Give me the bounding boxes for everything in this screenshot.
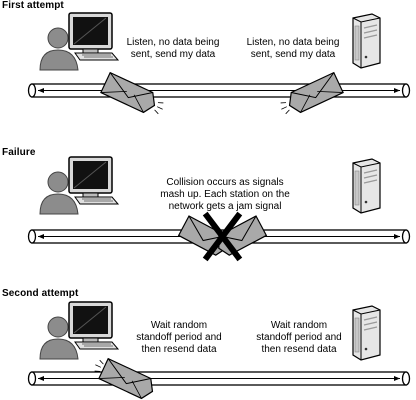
server-icon <box>352 158 381 214</box>
caption-left-listen: Listen, no data being sent, send my data <box>126 37 220 60</box>
user-at-computer-icon <box>39 156 120 215</box>
first-attempt-diagram <box>27 12 411 115</box>
envelope-icon <box>100 71 164 115</box>
collision-x-icon <box>202 211 243 262</box>
caption-right-listen: Listen, no data being sent, send my data <box>246 37 340 60</box>
section-title-failure: Failure <box>2 147 36 158</box>
caption-right-wait: Wait random standoff period and then res… <box>256 320 342 355</box>
user-at-computer-icon <box>39 12 120 71</box>
panel-first-attempt: First attempt Listen, no data being sent… <box>0 0 416 133</box>
network-cable <box>27 83 411 98</box>
caption-left-wait: Wait random standoff period and then res… <box>136 320 222 355</box>
user-at-computer-icon <box>39 301 120 360</box>
network-cable <box>27 371 411 386</box>
failure-diagram <box>27 156 411 262</box>
monitor-icon <box>68 156 120 205</box>
panel-failure: Failure Collision occurs as signals mash… <box>0 133 416 266</box>
envelope-icon <box>94 357 154 400</box>
section-title-first-attempt: First attempt <box>2 0 64 11</box>
server-icon <box>352 305 381 361</box>
monitor-icon <box>68 12 120 61</box>
person-icon <box>39 27 79 71</box>
section-title-second-attempt: Second attempt <box>2 288 79 299</box>
person-icon <box>39 171 79 215</box>
panel-second-attempt: Second attempt Wait random standoff peri… <box>0 266 416 400</box>
server-icon <box>352 13 381 69</box>
second-attempt-diagram <box>27 301 411 400</box>
caption-collision: Collision occurs as signals mash up. Eac… <box>160 177 290 212</box>
envelope-icon <box>280 71 344 115</box>
monitor-icon <box>68 301 120 350</box>
person-icon <box>39 316 79 360</box>
